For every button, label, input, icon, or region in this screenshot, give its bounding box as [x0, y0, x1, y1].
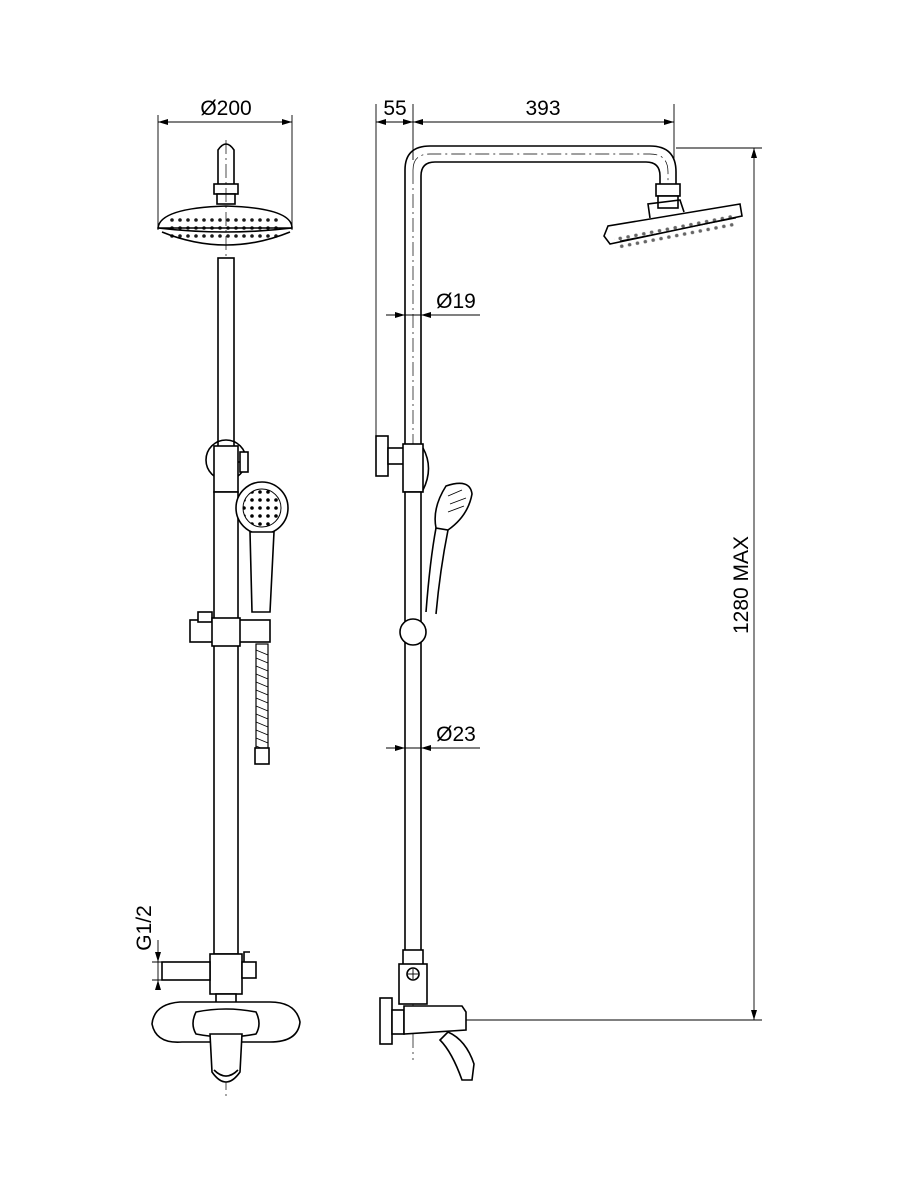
thread-label: G1/2 — [133, 905, 156, 951]
upper-pipe-label: Ø19 — [436, 290, 476, 313]
lower-pipe-dimension: Ø23 — [386, 723, 480, 751]
side-view: 55 393 Ø19 — [375, 97, 762, 1081]
offset-dimensions: 55 393 — [375, 97, 675, 440]
front-upper-holder — [205, 439, 249, 493]
side-hand-shower — [425, 482, 473, 615]
front-mixer — [151, 993, 301, 1083]
front-view: Ø200 — [133, 97, 301, 1100]
arm-length-label: 393 — [525, 97, 560, 120]
front-hose — [254, 643, 270, 765]
front-upper-pipe — [217, 257, 235, 451]
front-diverter — [161, 951, 257, 995]
upper-pipe-dimension: Ø19 — [386, 290, 480, 318]
side-overhead-arm — [404, 145, 681, 1060]
front-lower-pipe — [213, 491, 239, 955]
height-label: 1280 MAX — [730, 536, 753, 634]
lower-pipe-label: Ø23 — [436, 723, 476, 746]
front-slide-holder — [189, 611, 271, 647]
offset-label: 55 — [383, 97, 406, 120]
head-diameter-label: Ø200 — [200, 97, 251, 120]
head-diameter-dimension: Ø200 — [157, 97, 293, 230]
side-mixer — [379, 949, 475, 1081]
side-shower-head — [603, 199, 743, 250]
front-hand-shower — [235, 481, 289, 613]
height-dimension: 1280 MAX — [466, 147, 762, 1021]
front-shower-head — [157, 205, 293, 246]
side-lower-pipe — [404, 491, 422, 953]
side-wall-bracket — [375, 435, 430, 493]
side-slide-ball — [399, 618, 427, 646]
